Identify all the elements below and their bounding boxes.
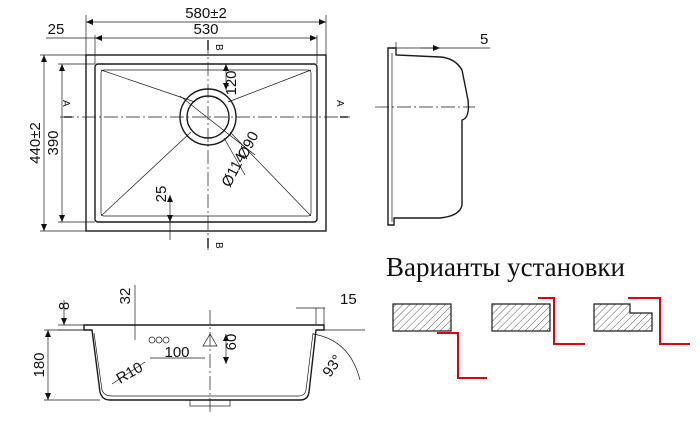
drain-outer-dia-dim: Ø114 bbox=[218, 150, 249, 189]
section-b-top-label: B bbox=[213, 44, 224, 51]
overall-height-dim: 440±2 bbox=[27, 122, 44, 164]
install-variant-inset bbox=[593, 297, 690, 345]
rim-offset-dim: 5 bbox=[480, 31, 488, 48]
installation-variants bbox=[392, 297, 690, 379]
section-view: 8 180 32 15 60 100 R10 93° bbox=[31, 285, 365, 415]
corner-radius-dim: R10 bbox=[114, 359, 146, 387]
rim-thickness-dim: 8 bbox=[56, 302, 73, 310]
flange-width-dim: 25 bbox=[48, 21, 65, 38]
sink-bowl-outline bbox=[94, 63, 318, 223]
overflow-height-dim: 60 bbox=[223, 334, 240, 351]
inner-width-dim: 530 bbox=[193, 21, 218, 38]
top-depth-dim: 32 bbox=[117, 288, 134, 305]
rim-width-dim: 15 bbox=[340, 291, 357, 308]
bottom-offset-dim: 25 bbox=[153, 186, 170, 203]
section-a-right-label: A bbox=[334, 100, 345, 107]
drain-offset-dim: 120 bbox=[223, 70, 240, 95]
section-profile bbox=[83, 324, 325, 401]
top-view: A A B B 580±2 530 25 440±2 390 120 25 bbox=[27, 5, 350, 250]
overflow-width-dim: 100 bbox=[164, 344, 189, 361]
overall-width-dim: 580±2 bbox=[185, 5, 227, 22]
inner-height-dim: 390 bbox=[45, 130, 62, 155]
side-profile bbox=[387, 47, 470, 226]
wall-angle-dim: 93° bbox=[319, 352, 346, 380]
section-a-left-label: A bbox=[60, 100, 71, 107]
install-variant-undermount bbox=[392, 303, 487, 379]
installation-variants-title: Варианты установки bbox=[386, 252, 625, 282]
depth-dim: 180 bbox=[31, 352, 48, 377]
side-view: 5 bbox=[375, 31, 490, 226]
sink-outer-rim bbox=[85, 54, 327, 232]
install-variant-flush bbox=[491, 297, 585, 345]
sink-bowl-bottom bbox=[100, 69, 312, 217]
section-b-bottom-label: B bbox=[213, 242, 224, 249]
